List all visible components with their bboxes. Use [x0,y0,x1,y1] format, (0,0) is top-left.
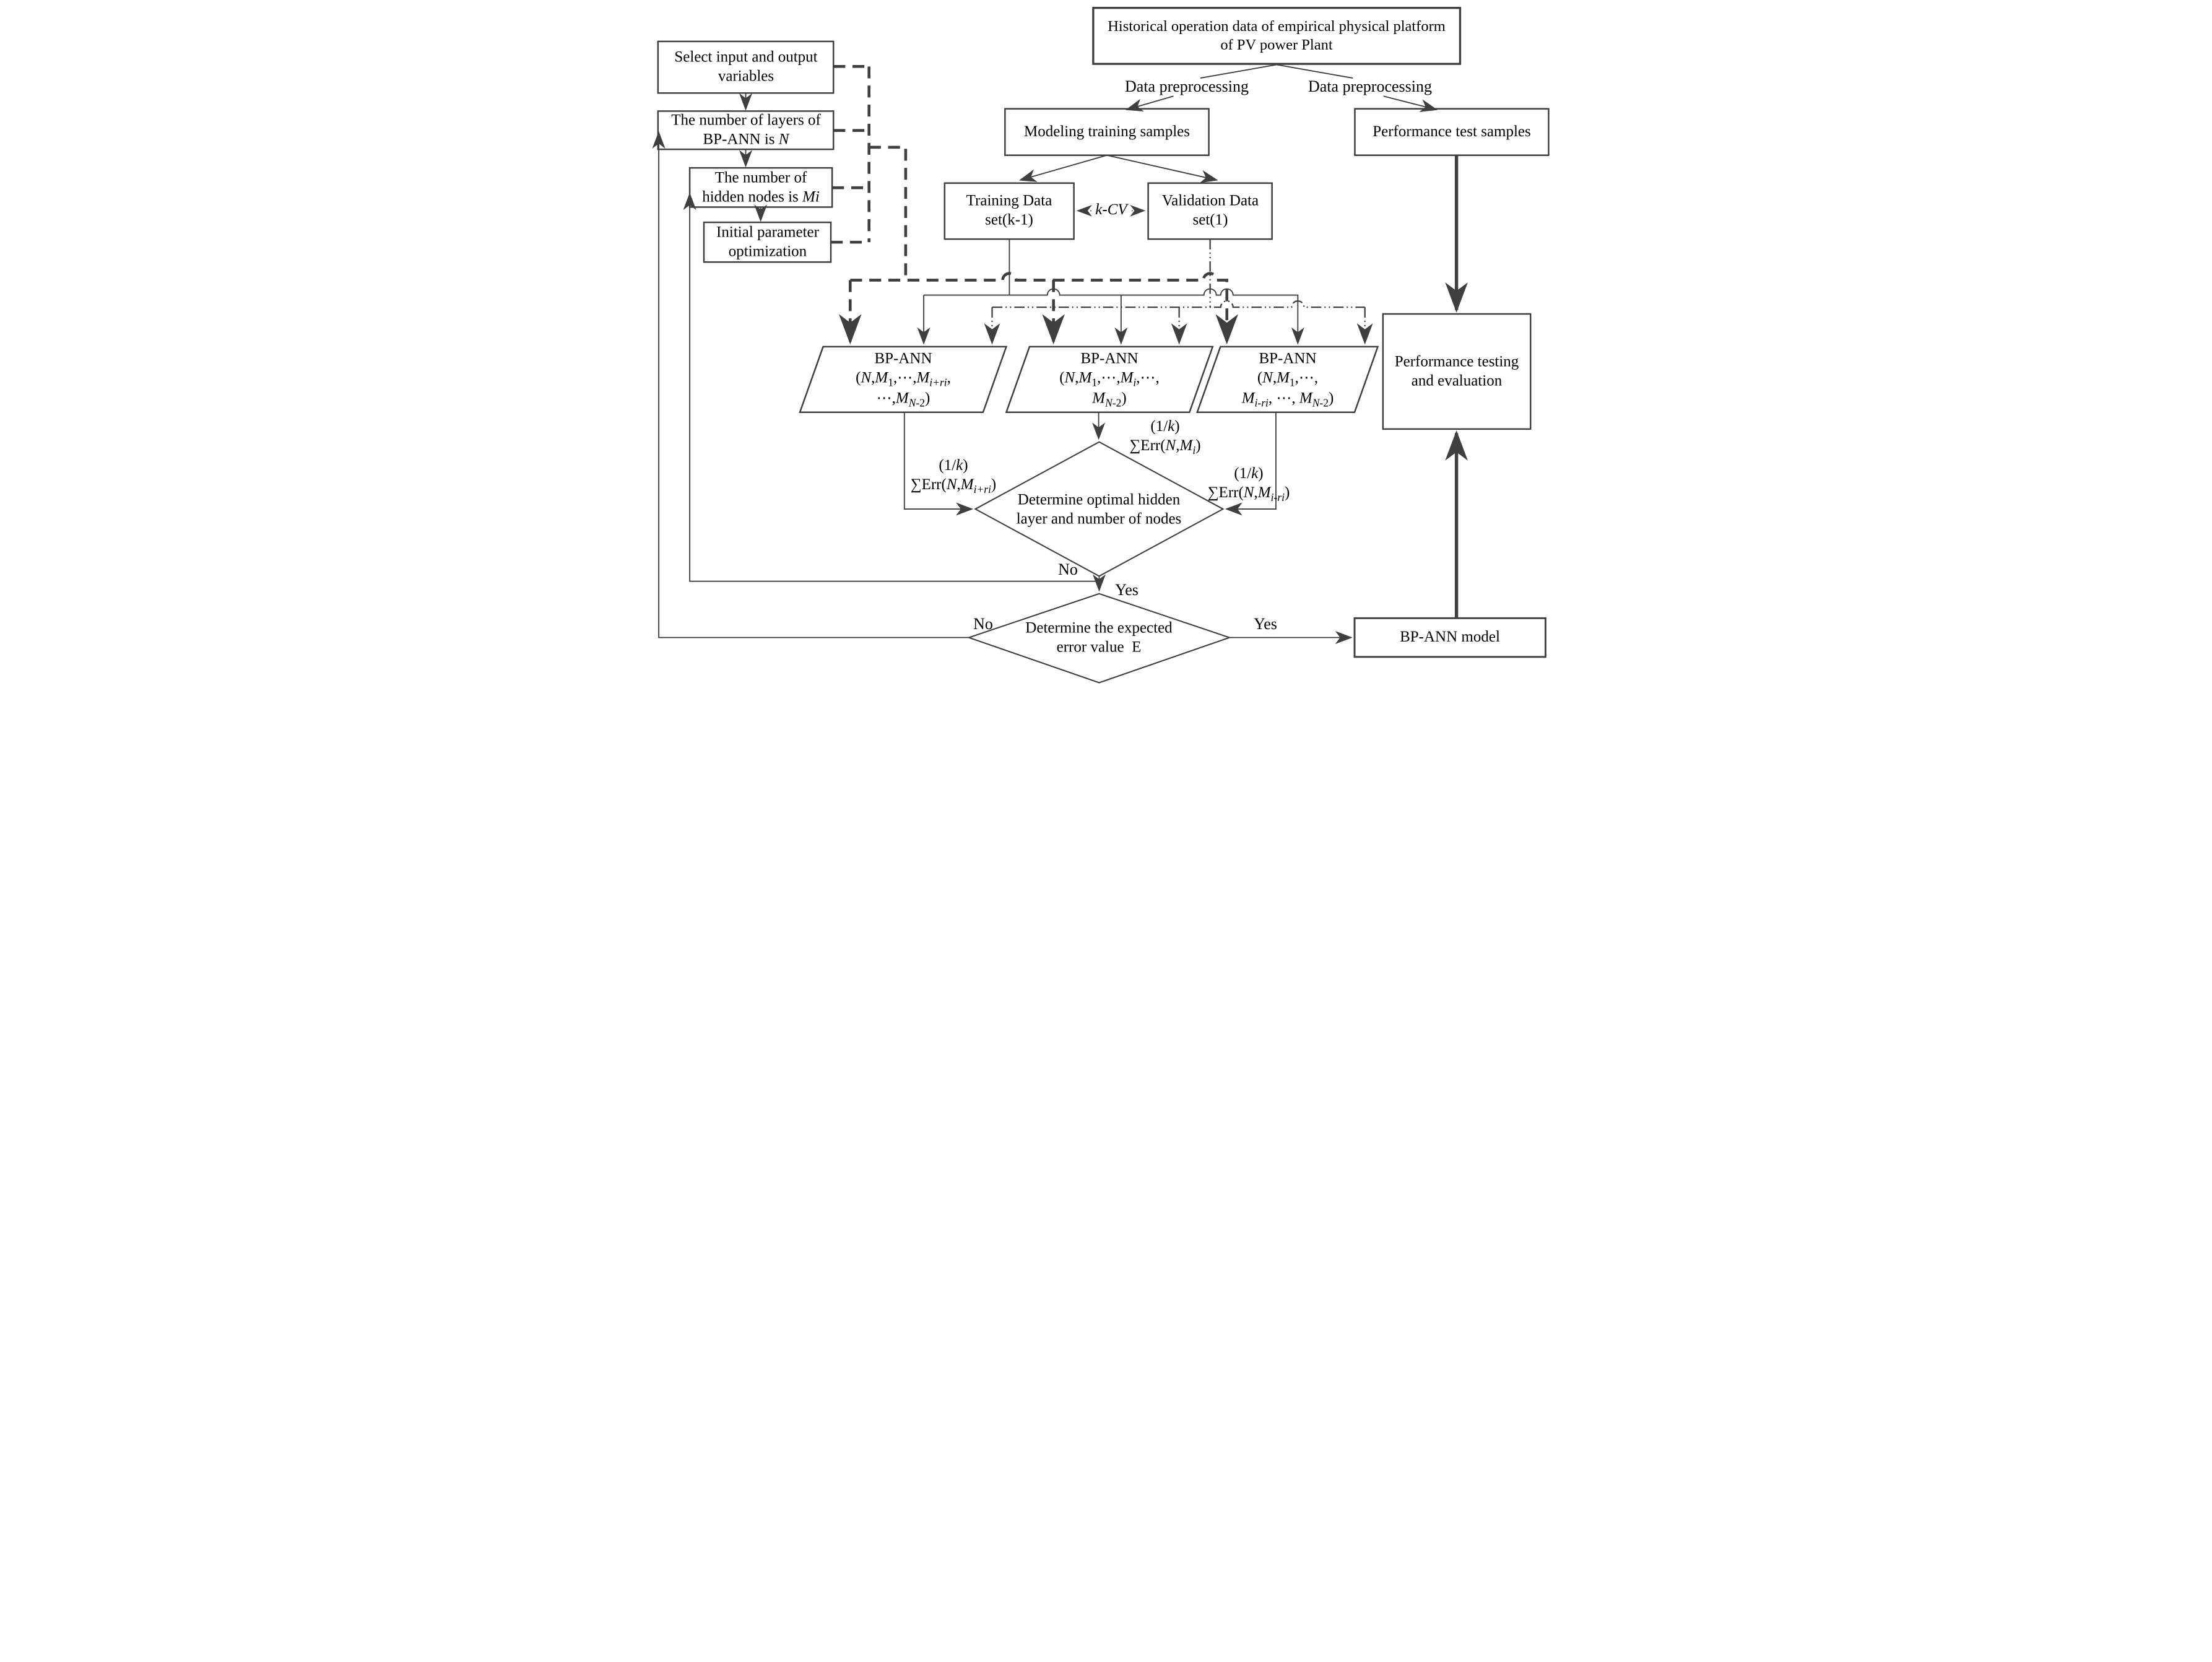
sum-left-line2: ∑Err(N,Mi+ri) [910,476,997,495]
arrow-modeling-to-training [1018,154,1108,182]
perf-testing-box-shape [1382,313,1532,430]
sum-label-mid: (1/k) ∑Err(N,Mi) [1129,417,1200,457]
bpann3-parallelogram: BP-ANN (N,M1,⋯, Mi-ri, ⋯, MN-2) [1242,349,1334,409]
modeling-box-shape [1004,108,1210,156]
training-box-shape [943,182,1075,240]
sum-label-right: (1/k) ∑Err(N,Mi-ri) [1208,464,1290,504]
select-io-box-shape [657,40,835,94]
dashdot-bus-with-hops [992,300,1365,308]
route-bpann3-to-decision1 [1225,412,1277,516]
hidden-nodes-box-shape [688,167,833,208]
arrow-preproc-to-perfsamples [1383,95,1438,112]
line-historical-split-right [1277,64,1353,79]
parameter-dashed-network [831,65,1239,345]
yes1-label: Yes [1115,581,1139,599]
bpann2-parallelogram: BP-ANN (N,M1,⋯,Mi,⋯, MN-2) [1059,349,1160,409]
bpann2-line1: BP-ANN [1080,350,1139,367]
dash-elbow [869,146,908,281]
bpann2-parallelogram-shape [1005,346,1214,414]
perf-samples-box-shape [1354,108,1550,156]
data-preprocessing-label-left: Data preprocessing [1125,77,1249,96]
route-bpann1-to-decision1 [903,412,974,516]
node-shapes [657,7,1550,684]
bpann3-line3: Mi-ri, ⋯, MN-2) [1241,389,1334,409]
kcv-label: k-CV [1093,200,1130,220]
bpann1-parallelogram-shape [799,346,1008,414]
bpann3-line1: BP-ANN [1259,350,1317,367]
historical-box: Historical operation data of empirical p… [1108,18,1446,53]
bpann-model-box-shape [1353,617,1546,658]
line-training-bus [924,288,1304,345]
sum-mid-line1: (1/k) [1150,418,1180,435]
arrow-preproc-to-modeling [1125,95,1174,111]
modeling-box: Modeling training samples [1023,123,1191,140]
flowchart-canvas [652,7,1550,684]
arrow-modeling-to-validation [1106,154,1218,183]
yes2-label: Yes [1254,615,1277,633]
bpann2-line3: MN-2) [1092,389,1127,409]
dash-bus-with-hops [850,272,1239,345]
sum-label-left: (1/k) ∑Err(N,Mi+ri) [911,456,997,496]
bpann1-line2: (N,M1,⋯,Mi+ri, [856,368,951,388]
validation-dashdot-network [984,239,1373,345]
bpann1-line1: BP-ANN [874,350,932,367]
route-no2-feedback-to-layers [652,131,969,638]
bpann-model-box: BP-ANN model [1400,628,1500,645]
line-historical-split-left [1200,64,1277,79]
sum-mid-line2: ∑Err(N,Mi) [1129,437,1201,456]
route-no1-feedback-to-hidden [683,192,1099,582]
no2-label: No [973,615,993,633]
sum-left-line1: (1/k) [939,457,968,474]
flowchart: Historical operation data of empirical p… [645,0,1567,693]
bpann1-parallelogram: BP-ANN (N,M1,⋯,Mi+ri, ⋯,MN-2) [856,349,951,409]
perf-samples-box: Performance test samples [1373,123,1531,140]
solid-connectors [652,64,1438,645]
bpann3-line2: (N,M1,⋯, [1257,368,1319,388]
sum-right-line2: ∑Err(N,Mi-ri) [1207,484,1290,503]
historical-box-shape [1092,7,1462,65]
sum-right-line1: (1/k) [1234,465,1264,482]
init-param-box-shape [703,221,832,263]
bpann3-parallelogram-shape [1196,346,1379,414]
no1-label: No [1058,560,1078,579]
decision2-diamond-shape [966,593,1232,684]
data-preprocessing-label-right: Data preprocessing [1308,77,1432,96]
bpann1-line3: ⋯,MN-2) [876,389,930,409]
bpann2-line2: (N,M1,⋯,Mi,⋯, [1059,368,1160,388]
